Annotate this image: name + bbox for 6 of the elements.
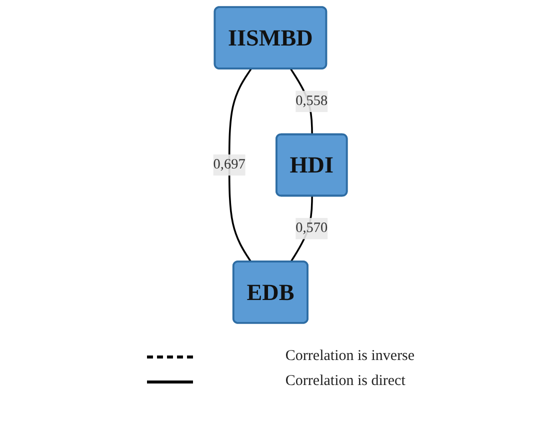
legend-text: Correlation is direct — [285, 373, 406, 390]
edge-label: 0,558 — [296, 93, 328, 109]
connector — [228, 68, 252, 262]
edge-label: 0,570 — [296, 220, 328, 236]
legend-text: Correlation is inverse — [285, 348, 415, 365]
edge-label: 0,697 — [213, 156, 246, 172]
